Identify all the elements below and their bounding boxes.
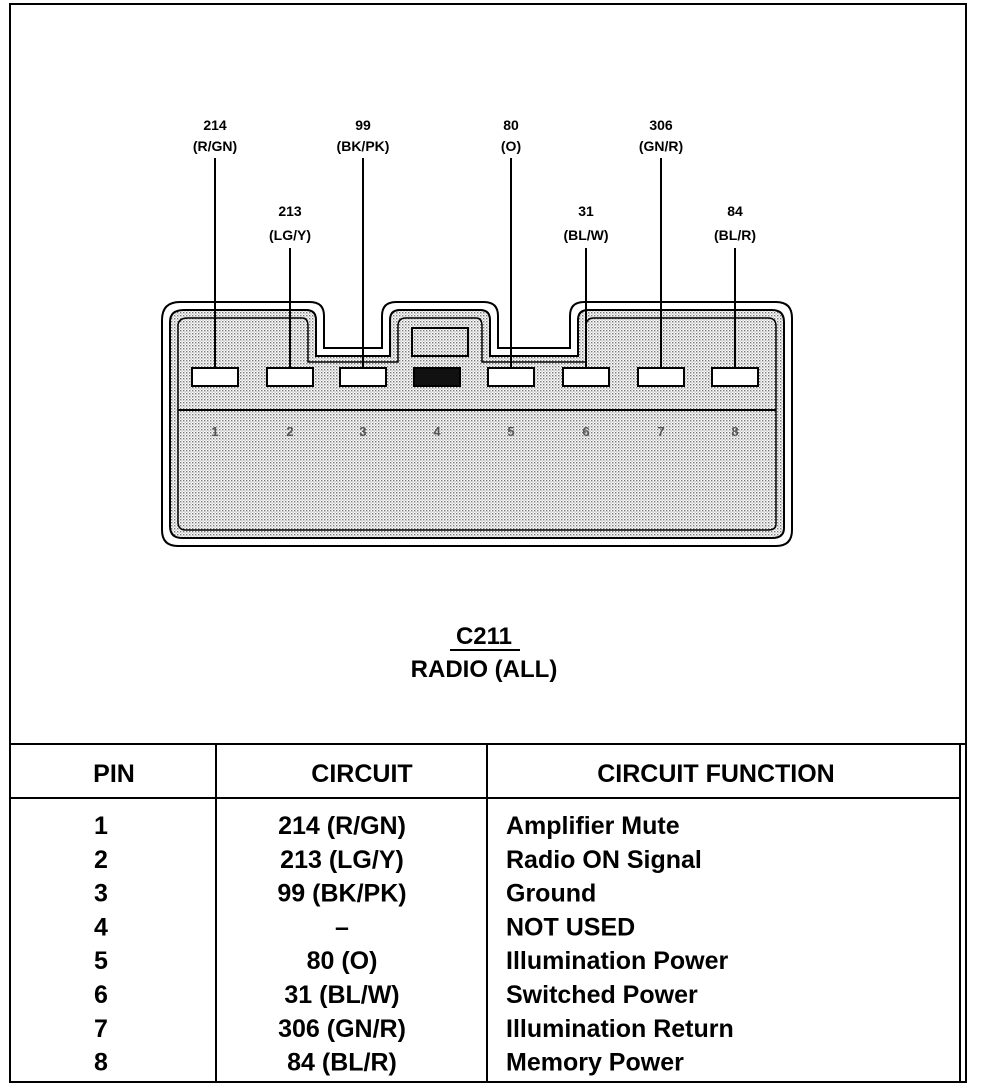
table-row: 8 84 (BL/R) Memory Power: [94, 1049, 684, 1077]
wire-circuit-label-8: 84: [727, 203, 743, 219]
wire-circuit-label-3: 99: [355, 117, 371, 133]
wire-circuit-label-6: 31: [578, 203, 594, 219]
wire-color-label-5: (O): [501, 138, 521, 154]
latch: [411, 327, 469, 357]
pin-cavity-8: [711, 367, 759, 387]
function-cell: Amplifier Mute: [506, 812, 680, 840]
pin-cell: 8: [94, 1049, 108, 1077]
pin-cell: 3: [94, 880, 108, 908]
function-cell: Illumination Return: [506, 1015, 734, 1043]
connector-body: [161, 301, 793, 547]
circuit-cell: 31 (BL/W): [284, 981, 399, 1009]
pin-cavity-3: [339, 367, 387, 387]
connector-id: C211: [456, 623, 512, 650]
function-cell: Radio ON Signal: [506, 846, 702, 874]
wire-color-label-2: (LG/Y): [269, 227, 311, 243]
pin-table: PIN CIRCUIT CIRCUIT FUNCTION 1 214 (R/GN)…: [10, 743, 966, 1082]
circuit-cell: 80 (O): [307, 947, 378, 975]
pin-cell: 4: [94, 913, 108, 941]
wire-color-label-6: (BL/W): [563, 227, 608, 243]
pin-cavity-4: [413, 367, 461, 387]
pin-number-4: 4: [433, 424, 441, 439]
circuit-cell: 84 (BL/R): [287, 1049, 397, 1077]
wire-color-label-7: (GN/R): [639, 138, 683, 154]
circuit-cell: 213 (LG/Y): [280, 846, 404, 874]
pin-cavity-6: [562, 367, 610, 387]
header-circuit: CIRCUIT: [311, 760, 412, 788]
wire-color-label-3: (BK/PK): [337, 138, 390, 154]
wires-layer: 214 (R/GN) 213 (LG/Y) 99 (BK/PK) 80 (O) 31 (BL/W)…: [193, 117, 756, 368]
circuit-cell: –: [335, 913, 349, 941]
circuit-cell: 214 (R/GN): [278, 812, 406, 840]
function-cell: Switched Power: [506, 981, 698, 1009]
pin-number-1: 1: [211, 424, 218, 439]
pin-number-2: 2: [286, 424, 293, 439]
wire-circuit-label-5: 80: [503, 117, 519, 133]
header-pin: PIN: [93, 760, 135, 788]
wire-circuit-label-7: 306: [649, 117, 673, 133]
circuit-cell: 306 (GN/R): [278, 1015, 406, 1043]
pin-cavity-7: [637, 367, 685, 387]
pin-cell: 2: [94, 846, 108, 874]
wire-circuit-label-2: 213: [278, 203, 302, 219]
wire-color-label-1: (R/GN): [193, 138, 237, 154]
pin-number-8: 8: [731, 424, 738, 439]
pin-cavity-2: [266, 367, 314, 387]
table-row: 1 214 (R/GN) Amplifier Mute: [94, 812, 680, 840]
table-rows: 1 214 (R/GN) Amplifier Mute 2 213 (LG/Y) Radi…: [94, 812, 734, 1077]
pin-number-7: 7: [657, 424, 664, 439]
pin-cavity-1: [191, 367, 239, 387]
pin-number-5: 5: [507, 424, 514, 439]
pin-number-6: 6: [582, 424, 589, 439]
function-cell: Ground: [506, 880, 596, 908]
pin-number-3: 3: [359, 424, 366, 439]
function-cell: Illumination Power: [506, 947, 729, 975]
pin-cell: 7: [94, 1015, 108, 1043]
table-row: 4 – NOT USED: [94, 913, 635, 941]
table-row: 5 80 (O) Illumination Power: [94, 947, 728, 975]
wire-circuit-label-1: 214: [203, 117, 227, 133]
pin-cell: 1: [94, 812, 108, 840]
table-row: 7 306 (GN/R) Illumination Return: [94, 1015, 734, 1043]
table-row: 3 99 (BK/PK) Ground: [94, 880, 596, 908]
function-cell: Memory Power: [506, 1049, 684, 1077]
connector-name: RADIO (ALL): [411, 656, 558, 683]
table-row: 2 213 (LG/Y) Radio ON Signal: [94, 846, 702, 874]
wire-color-label-8: (BL/R): [714, 227, 756, 243]
header-circuit-function: CIRCUIT FUNCTION: [597, 760, 834, 788]
pin-cell: 6: [94, 981, 108, 1009]
circuit-cell: 99 (BK/PK): [277, 880, 406, 908]
pin-cavity-5: [487, 367, 535, 387]
table-row: 6 31 (BL/W) Switched Power: [94, 981, 698, 1009]
pin-cell: 5: [94, 947, 108, 975]
function-cell: NOT USED: [506, 913, 635, 941]
